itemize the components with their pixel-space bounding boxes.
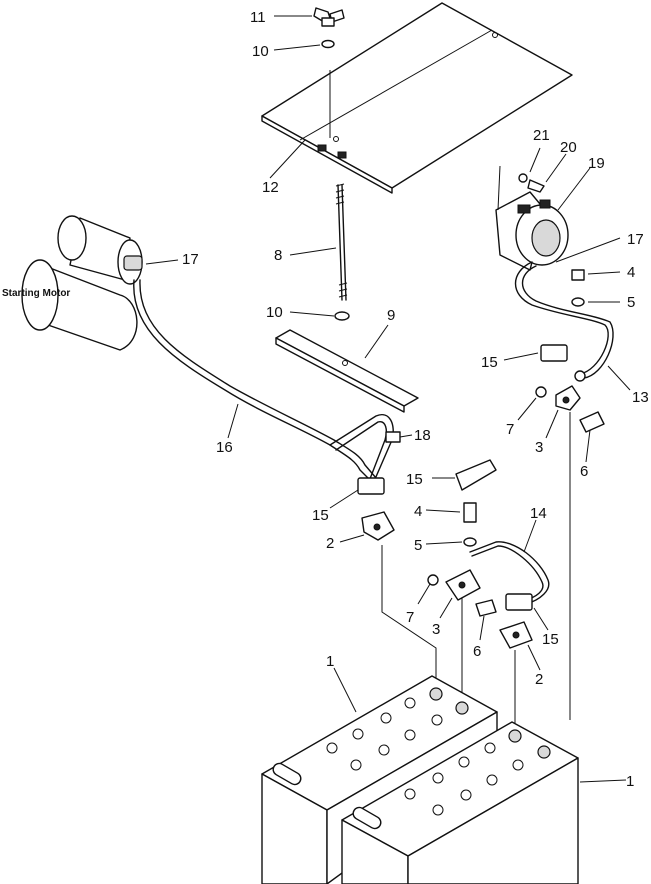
terminal-2-left	[361, 511, 395, 541]
leader-lines	[145, 15, 631, 783]
label-4-lower: 4	[414, 503, 422, 520]
label-7-upper: 7	[506, 421, 514, 438]
label-8: 8	[274, 247, 282, 264]
bolt-6-lower	[475, 599, 497, 617]
label-17-left: 17	[182, 251, 199, 268]
nut-7-upper	[535, 386, 547, 398]
label-5-lower: 5	[414, 537, 422, 554]
label-12: 12	[262, 179, 279, 196]
hold-down-bracket	[275, 329, 419, 413]
label-6-lower: 6	[473, 643, 481, 660]
bolt-6-upper	[579, 411, 605, 433]
label-17-right: 17	[627, 231, 644, 248]
label-starting-motor: Starting Motor	[2, 288, 70, 299]
assembly-lines	[381, 412, 571, 732]
washer-lower	[334, 311, 350, 321]
label-13: 13	[632, 389, 649, 406]
cable-13	[515, 261, 614, 382]
label-1-rear: 1	[326, 653, 334, 670]
label-15-mid: 15	[406, 471, 423, 488]
nut-7-lower	[427, 574, 439, 586]
washer-21	[518, 173, 528, 183]
label-21: 21	[533, 127, 550, 144]
battery-front	[341, 721, 579, 884]
washer-5-lower	[463, 537, 477, 547]
connector-15-mid	[455, 459, 497, 491]
washer-top	[321, 39, 335, 49]
label-11: 11	[250, 9, 266, 26]
terminal-3-lower	[445, 569, 481, 601]
label-14: 14	[530, 505, 547, 522]
starting-motor	[21, 215, 143, 351]
wing-nut	[313, 7, 345, 27]
cable-14	[469, 541, 550, 611]
label-3-upper: 3	[535, 439, 543, 456]
battery-relay	[495, 165, 569, 271]
label-10-top: 10	[252, 43, 269, 60]
label-16: 16	[216, 439, 233, 456]
label-15-upper: 15	[481, 354, 498, 371]
terminal-3-upper	[555, 385, 581, 411]
label-10-lower: 10	[266, 304, 283, 321]
terminal-2-right	[499, 621, 533, 649]
cable-16	[133, 279, 401, 495]
bolt-20	[527, 179, 545, 193]
label-20: 20	[560, 139, 577, 156]
label-15-lower: 15	[542, 631, 559, 648]
label-6-upper: 6	[580, 463, 588, 480]
label-3-lower: 3	[432, 621, 440, 638]
label-2-right: 2	[535, 671, 543, 688]
label-19: 19	[588, 155, 605, 172]
battery-cover	[261, 2, 573, 194]
bolt-4-lower	[463, 502, 477, 523]
label-4-upper: 4	[627, 264, 635, 281]
label-7-lower: 7	[406, 609, 414, 626]
label-9: 9	[387, 307, 395, 324]
washer-5-top	[571, 297, 585, 307]
label-5-upper: 5	[627, 294, 635, 311]
label-18: 18	[414, 427, 431, 444]
part-labels: Starting Motor 11 10 12 8 10 9 17 16 18 …	[2, 9, 649, 790]
label-15-left: 15	[312, 507, 329, 524]
bolt-4-top	[571, 269, 585, 281]
label-1-front: 1	[626, 773, 634, 790]
label-2-left: 2	[326, 535, 334, 552]
hold-down-rod	[335, 183, 348, 301]
